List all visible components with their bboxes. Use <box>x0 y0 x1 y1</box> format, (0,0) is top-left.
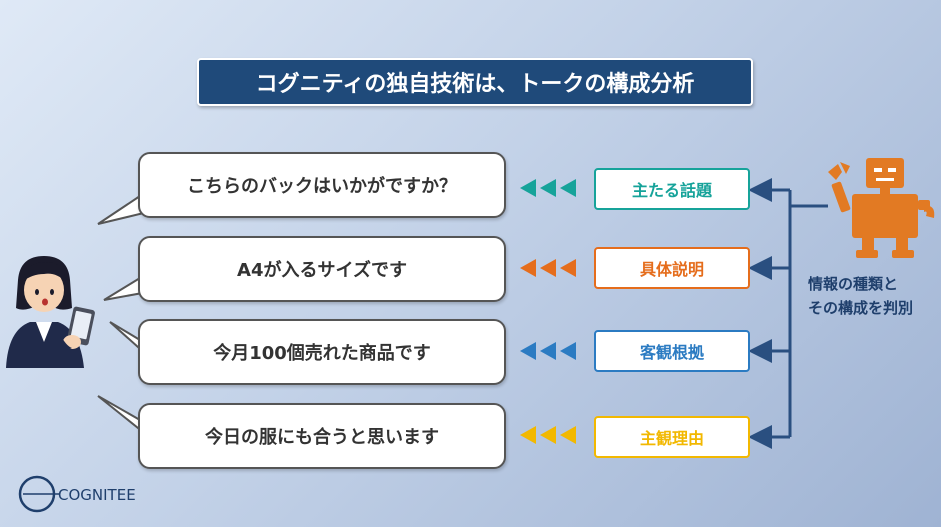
triple-arrow-icon-1 <box>520 179 576 197</box>
triple-arrow-icon-4 <box>520 426 576 444</box>
utterance-bubble-2: A4が入るサイズです <box>138 236 506 302</box>
robot-icon <box>828 158 935 258</box>
label-subjective-reason: 主観理由 <box>594 416 750 458</box>
utterance-bubble-3: 今月100個売れた商品です <box>138 319 506 385</box>
triple-arrow-icon-2 <box>520 259 576 277</box>
robot-caption: 情報の種類と その構成を判別 <box>808 272 941 320</box>
cognitee-logo-icon <box>18 475 59 513</box>
label-objective-evidence: 客観根拠 <box>594 330 750 372</box>
label-main-topic: 主たる話題 <box>594 168 750 210</box>
utterance-bubble-4: 今日の服にも合うと思います <box>138 403 506 469</box>
page-title: コグニティの独自技術は、トークの構成分析 <box>197 58 753 106</box>
robot-connector <box>748 178 828 449</box>
triple-arrow-icon-3 <box>520 342 576 360</box>
logo-text: COGNITEE <box>58 486 136 504</box>
robot-caption-line-2: その構成を判別 <box>808 299 914 317</box>
utterance-bubble-1: こちらのバックはいかがですか？ <box>138 152 506 218</box>
woman-with-smartphone-icon <box>6 256 95 368</box>
label-specific-explanation: 具体説明 <box>594 247 750 289</box>
robot-caption-line-1: 情報の種類と <box>808 275 899 293</box>
